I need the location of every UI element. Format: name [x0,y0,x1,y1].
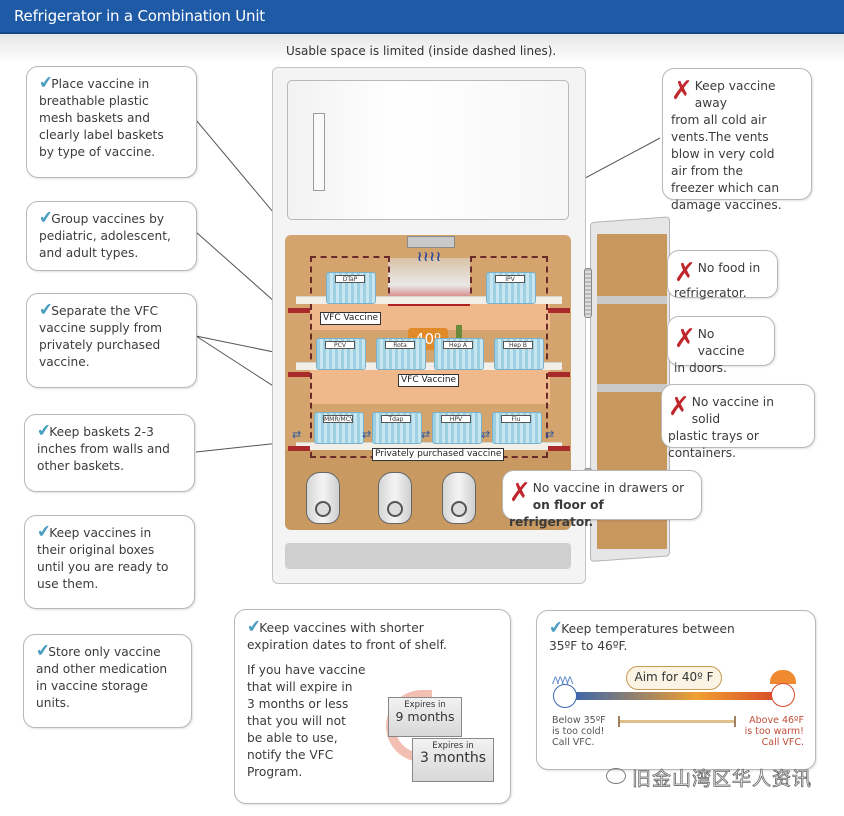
check-icon: ✔ [547,617,565,639]
usable-space-boundary-left [310,256,390,304]
spacing-arrow-icon: ⇄ [421,428,431,441]
subtitle: Usable space is limited (inside dashed l… [286,44,557,58]
tip-card-group: ✔Group vaccines by pediatric, adolescent… [26,201,197,271]
wall-marker [288,372,310,377]
shelf [296,362,562,370]
tip-card-store-only: ✔Store only vaccine and other medication… [23,634,192,728]
vaccine-basket: Hep B [494,338,544,370]
door-shelf [597,296,667,304]
thermometer-icon [456,325,462,341]
vaccine-basket: DTaP [326,272,376,304]
safe-range-bar [618,716,736,727]
x-icon: ✗ [668,392,690,422]
target-temperature-pill: Aim for 40º F [626,666,722,690]
too-cold-label: Below 35ºF is too cold! Call VFC. [552,715,606,748]
warning-card-no-doors: ✗No vaccine in doors. [667,316,775,375]
x-icon: ✗ [671,76,693,106]
spacing-arrow-icon: ⇄ [362,428,372,441]
header-shadow [0,34,844,64]
spacing-arrow-icon: ⇄ [481,428,491,441]
flame-icon [770,670,796,684]
check-icon: ✔ [35,420,53,442]
bottle-icon [306,472,340,524]
vfc-vaccine-tag: VFC Vaccine [320,312,382,325]
cold-air-icon: ≀≀≀≀ [417,249,442,265]
x-icon: ✗ [674,324,696,354]
usable-space-boundary-right [470,256,548,304]
cold-face-icon [553,684,577,708]
x-icon: ✗ [674,258,696,288]
wall-marker [288,446,310,451]
x-icon: ✗ [509,478,531,508]
chat-bubble-icon [606,768,626,784]
fridge-drawer [285,543,571,569]
frost-icon: ᐱᐱᐱᐱ [552,676,573,687]
wall-marker [548,446,570,451]
vaccine-basket: Hep A [434,338,484,370]
box-expires-3-months: Expires in 3 months [412,738,494,782]
check-icon: ✔ [34,640,52,662]
vaccine-basket: Rota [376,338,426,370]
check-icon: ✔ [245,616,263,638]
warning-card-vents: ✗Keep vaccine away from all cold air ven… [662,68,812,212]
too-warm-label: Above 46ºF is too warm! Call VFC. [744,715,804,748]
check-icon: ✔ [35,521,53,543]
door-shelf [597,384,667,392]
cold-air-vent [407,236,455,248]
spacing-arrow-icon: ⇄ [292,428,302,441]
bottle-icon [378,472,412,524]
vaccine-basket: HPV [432,412,482,444]
tip-card-baskets: ✔Place vaccine in breathable plastic mes… [26,66,197,178]
tip-card-spacing: ✔Keep baskets 2-3 inches from walls and … [24,414,195,492]
tip-card-temperature: ✔Keep temperatures between 35ºF to 46ºF. [536,610,816,770]
box-expires-9-months: Expires in 9 months [388,697,462,737]
shelf [296,442,562,450]
wall-marker [548,308,570,313]
temperature-gradient-bar [573,692,779,700]
vaccine-basket: IPV [486,272,536,304]
tip-card-separate: ✔Separate the VFC vaccine supply from pr… [26,293,197,388]
freezer-handle [313,113,325,191]
tip-card-original-boxes: ✔Keep vaccines in their original boxes u… [24,515,195,609]
wall-marker [548,372,570,377]
vaccine-basket: Flu [492,412,542,444]
check-icon: ✔ [37,299,55,321]
page-title: Refrigerator in a Combination Unit [14,7,265,25]
hot-face-icon [771,683,795,707]
wall-marker [288,308,310,313]
bottle-icon [442,472,476,524]
door-hinge [584,268,592,318]
vaccine-basket: MMR/MCV [314,412,364,444]
watermark: 旧金山湾区华人资讯 [632,768,813,791]
vfc-vaccine-tag: VFC Vaccine [398,374,460,387]
warning-card-no-food: ✗No food in refrigerator. [667,250,778,300]
spacing-arrow-icon: ⇄ [545,428,555,441]
expiration-body: If you have vaccine that will expire in … [247,663,366,779]
warning-card-drawers: ✗No vaccine in drawers or on floor of re… [502,470,702,529]
shelf [296,296,562,304]
warning-card-trays: ✗No vaccine in solid plastic trays or co… [661,384,815,460]
private-vaccine-tag: Privately purchased vaccine [372,448,505,461]
vaccine-basket: Tdap [372,412,422,444]
freezer-door [287,80,569,220]
vaccine-basket: PCV [316,338,366,370]
check-icon: ✔ [37,207,55,229]
header-bar: Refrigerator in a Combination Unit [0,0,844,34]
check-icon: ✔ [37,72,55,94]
